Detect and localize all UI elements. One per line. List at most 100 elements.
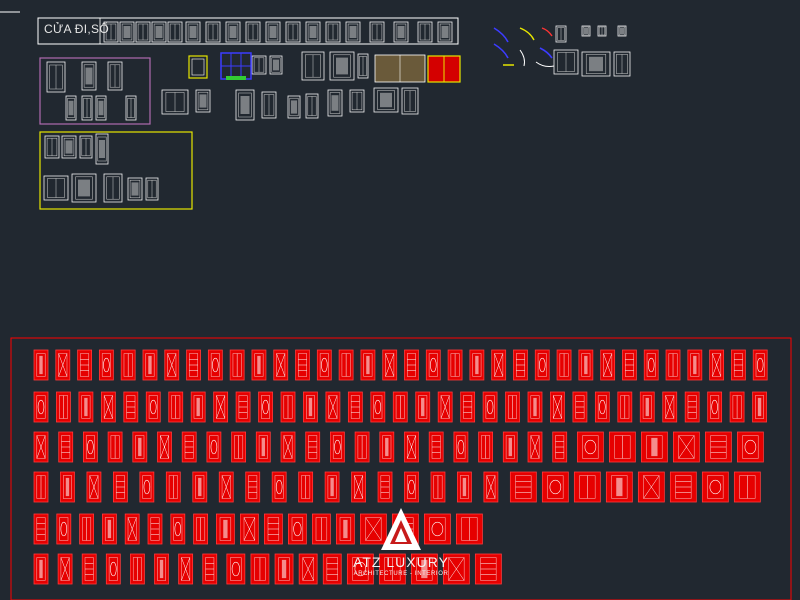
red-door-r3-17 xyxy=(428,431,444,463)
red-door-r6-16 xyxy=(410,553,438,585)
red-door-r3-19 xyxy=(478,431,494,463)
purple-door-3 xyxy=(107,61,123,91)
red-door-r1-4 xyxy=(98,349,114,381)
red-door-r2-33 xyxy=(752,391,767,423)
red-door-r4-1 xyxy=(33,471,49,503)
middle-door-blocks xyxy=(161,51,419,121)
middle-door-2 xyxy=(195,89,211,113)
header-door-15 xyxy=(369,21,385,43)
red-door-r4-17 xyxy=(457,471,472,503)
red-door-r5-8 xyxy=(193,513,209,545)
red-door-r6-13 xyxy=(322,553,342,585)
header-door-9 xyxy=(245,21,261,43)
middle-door-10 xyxy=(287,95,301,119)
title-block[interactable] xyxy=(37,17,459,45)
red-door-r1-1 xyxy=(33,349,49,381)
middle-door-9 xyxy=(261,91,277,119)
yellow-door-6 xyxy=(71,173,97,203)
top-right-door-blocks xyxy=(553,25,631,77)
green-base-block xyxy=(226,76,246,80)
red-door-r5-13 xyxy=(311,513,331,545)
red-door-library[interactable] xyxy=(10,337,792,600)
red-door-r4-20 xyxy=(541,471,569,503)
red-door-r3-5 xyxy=(132,431,148,463)
red-door-r2-8 xyxy=(190,391,206,423)
red-door-r1-29 xyxy=(643,349,659,381)
red-door-r2-21 xyxy=(482,391,498,423)
red-door-r1-25 xyxy=(556,349,572,381)
red-door-r4-9 xyxy=(245,471,261,503)
red-door-r1-13 xyxy=(295,349,310,381)
red-door-r4-18 xyxy=(483,471,499,503)
header-door-strip xyxy=(103,21,453,43)
red-door-r6-11 xyxy=(274,553,294,585)
header-door-14 xyxy=(345,21,361,43)
red-door-r4-25 xyxy=(701,471,729,503)
header-door-2 xyxy=(119,21,135,43)
red-door-r5-6 xyxy=(147,513,163,545)
red-door-r6-8 xyxy=(202,553,218,585)
red-door-r4-10 xyxy=(271,471,287,503)
red-door-r1-30 xyxy=(665,349,681,381)
red-door-r3-23 xyxy=(577,431,604,463)
purple-door-1 xyxy=(46,61,66,93)
yellow-door-2 xyxy=(61,135,77,159)
red-door-r5-4 xyxy=(102,513,117,545)
purple-frame-doors xyxy=(46,61,137,121)
red-door-r6-4 xyxy=(105,553,121,585)
middle-door-13 xyxy=(349,89,365,113)
red-door-r1-11 xyxy=(251,349,267,381)
header-door-16 xyxy=(393,21,409,43)
red-door-r6-2 xyxy=(57,553,73,585)
red-door-r6-1 xyxy=(33,553,49,585)
purple-door-5 xyxy=(81,95,93,121)
red-door-library-items xyxy=(33,349,768,585)
red-door-r6-10 xyxy=(250,553,270,585)
middle-door-14 xyxy=(373,87,399,113)
red-door-r5-15 xyxy=(359,513,387,545)
header-door-5 xyxy=(167,21,183,43)
top-right-door-3 xyxy=(597,25,607,37)
top-right-door-1 xyxy=(555,25,567,43)
red-door-r4-4 xyxy=(112,471,128,503)
logo-brand-name: ATZ LUXURY xyxy=(353,554,449,570)
red-door-r1-34 xyxy=(752,349,768,381)
red-door-r3-25 xyxy=(641,431,668,463)
red-door-r3-27 xyxy=(705,431,732,463)
purple-frame-group[interactable] xyxy=(39,57,151,125)
red-door-r4-19 xyxy=(509,471,537,503)
red-door-r2-19 xyxy=(437,391,453,423)
red-door-r4-6 xyxy=(165,471,181,503)
red-door-r1-20 xyxy=(447,349,463,381)
red-door-r6-15 xyxy=(378,553,406,585)
yellow-door-8 xyxy=(127,177,143,201)
drawing-title: CỬA ĐI,SỔ xyxy=(44,22,109,36)
logo-tagline: ARCHITECTURE - INTERIOR xyxy=(353,571,449,577)
header-door-1 xyxy=(103,21,119,43)
header-door-18 xyxy=(437,21,453,43)
red-door-r5-7 xyxy=(170,513,186,545)
top-right-door-6 xyxy=(581,51,611,77)
red-door-r4-22 xyxy=(605,471,633,503)
red-door-r2-26 xyxy=(594,391,610,423)
purple-door-6 xyxy=(95,95,107,121)
red-door-r6-18 xyxy=(474,553,502,585)
top-right-door-7 xyxy=(613,51,631,77)
red-door-r1-5 xyxy=(120,349,136,381)
red-door-r5-17 xyxy=(423,513,451,545)
yellow-frame-group[interactable] xyxy=(39,131,193,210)
red-door-r3-6 xyxy=(157,431,172,463)
red-door-r4-7 xyxy=(192,471,208,503)
red-door-r1-28 xyxy=(622,349,637,381)
red-door-r1-9 xyxy=(207,349,223,381)
red-door-r5-3 xyxy=(79,513,94,545)
red-door-r3-24 xyxy=(609,431,636,463)
middle-door-4 xyxy=(269,55,283,75)
red-door-r5-10 xyxy=(239,513,259,545)
red-door-r1-8 xyxy=(186,349,201,381)
red-door-r1-31 xyxy=(687,349,703,381)
red-door-r1-32 xyxy=(709,349,725,381)
red-door-r3-20 xyxy=(502,431,518,463)
triangle-a-logo-icon xyxy=(381,508,421,550)
